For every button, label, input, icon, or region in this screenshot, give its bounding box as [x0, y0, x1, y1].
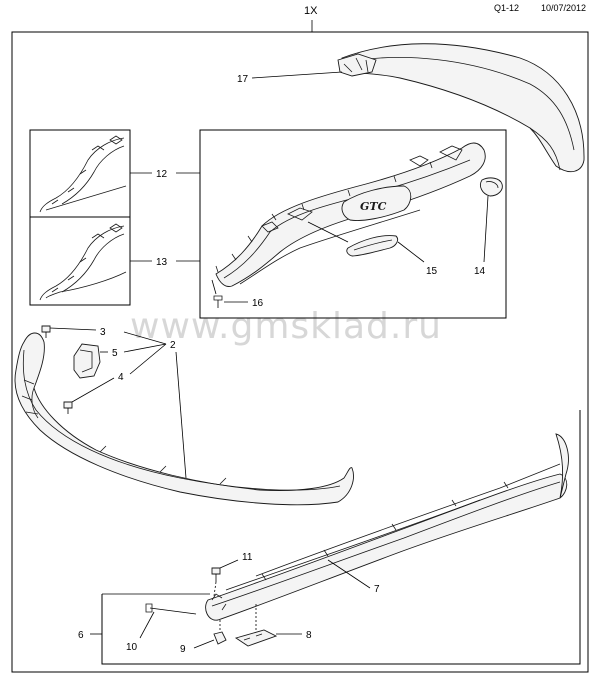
callout-7: 7 [374, 584, 380, 595]
callout-16: 16 [252, 298, 264, 309]
sill-bracket [234, 604, 278, 647]
leader-2-b [123, 343, 167, 353]
diagram-date: 10/07/2012 [541, 3, 587, 13]
detail-12-bumper-fragment [39, 135, 127, 213]
leader-9 [193, 639, 215, 649]
leader-15-b [397, 241, 425, 263]
tow-hook-cover [479, 177, 503, 197]
sill-clip [211, 567, 221, 597]
callout-13: 13 [156, 257, 168, 268]
callout-9: 9 [180, 644, 186, 655]
gtc-badge: GTC [360, 200, 387, 213]
rear-spoiler [337, 43, 585, 173]
leader-15-a [307, 221, 349, 243]
rear-bumper-box [199, 129, 507, 319]
watermark: www.gmsklad.ru [130, 306, 442, 347]
callout-8: 8 [306, 630, 312, 641]
sill-screw [145, 603, 197, 615]
leader-17 [251, 71, 343, 79]
leader-14 [483, 195, 489, 263]
rear-reflector [346, 235, 399, 257]
leader-10 [139, 611, 155, 639]
callout-11: 11 [242, 552, 253, 563]
front-bracket [73, 343, 101, 379]
callout-6: 6 [78, 630, 84, 641]
callout-14: 14 [474, 266, 486, 277]
callout-3: 3 [100, 327, 106, 338]
side-sill-frame [101, 410, 581, 665]
rear-bumper-cover: GTC [215, 142, 486, 287]
leader-2-c [129, 343, 167, 375]
leader-2-a [123, 331, 167, 345]
leader-4 [71, 377, 115, 403]
front-spoiler [14, 332, 354, 506]
callout-4: 4 [118, 372, 124, 383]
diagram-code: Q1-12 [494, 3, 520, 13]
callout-5: 5 [112, 348, 118, 359]
outer-frame [11, 31, 589, 673]
rear-screw [211, 279, 223, 308]
callout-12: 12 [156, 169, 168, 180]
callout-10: 10 [126, 642, 138, 653]
leader-2-d [175, 351, 187, 479]
leader-11 [219, 559, 239, 569]
sill-nut [213, 620, 227, 645]
front-clip-bottom [63, 401, 73, 414]
quantity-label: 1X [304, 5, 318, 17]
front-clip-top [41, 325, 51, 338]
detail-13-bumper-fragment [39, 223, 127, 301]
callout-17: 17 [237, 74, 249, 85]
callout-2: 2 [170, 340, 176, 351]
leader-7 [327, 559, 371, 589]
leader-3 [49, 327, 97, 331]
side-sill-panel [205, 433, 569, 621]
detail-box-13 [29, 216, 131, 306]
callout-15: 15 [426, 266, 438, 277]
